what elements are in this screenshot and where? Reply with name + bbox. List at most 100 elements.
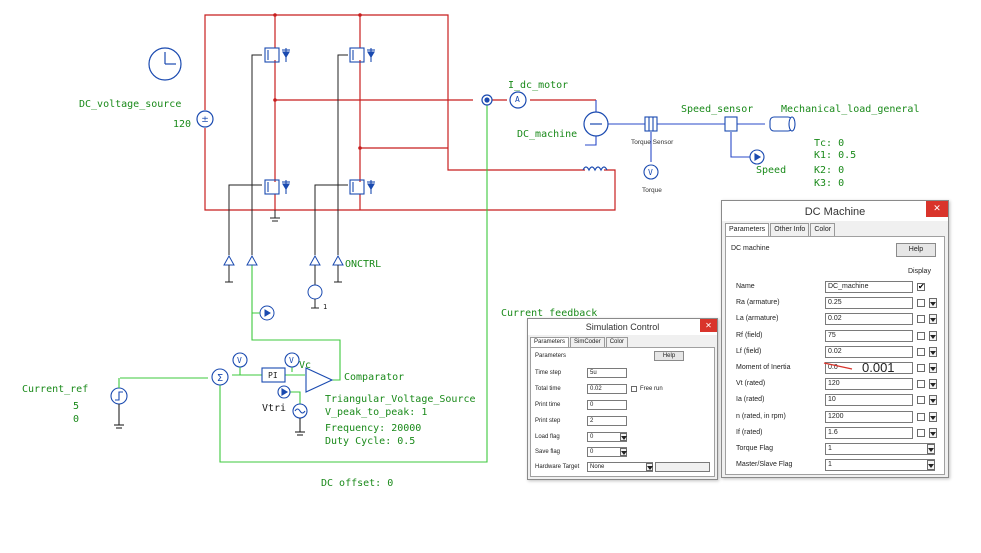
- dc-section-label: DC machine: [731, 245, 770, 252]
- tab-parameters[interactable]: Parameters: [530, 337, 570, 347]
- load-param-tc: Tc: 0: [814, 138, 845, 149]
- sim-load-flag-dropdown[interactable]: [620, 433, 627, 441]
- dc-row-moment-of-inertia-label: Moment of Inertia: [736, 364, 791, 371]
- comparator-label: Comparator: [344, 372, 405, 383]
- current-ref-source[interactable]: [110, 378, 128, 429]
- dc-ra-armature-display-dropdown[interactable]: [929, 298, 937, 308]
- dc-ia-rated-field[interactable]: 10: [825, 394, 913, 406]
- triangular-source[interactable]: [292, 403, 308, 436]
- dc-machine-symbol[interactable]: [582, 111, 609, 172]
- dc-la-armature-display-checkbox[interactable]: [917, 315, 925, 323]
- dc-la-armature-field[interactable]: 0.02: [825, 313, 913, 325]
- dc-if-rated-display-dropdown[interactable]: [929, 428, 937, 438]
- dc-ra-armature-display-checkbox[interactable]: [917, 299, 925, 307]
- dc-lf-field-display-checkbox[interactable]: [917, 348, 925, 356]
- tab-other-info[interactable]: Other Info: [770, 223, 810, 236]
- dc-voltage-source[interactable]: ±: [196, 110, 214, 128]
- sim-hardware-target-dropdown[interactable]: [646, 463, 653, 471]
- tab-color[interactable]: Color: [605, 337, 629, 347]
- sim-total-time-field[interactable]: 0.02: [587, 384, 627, 394]
- dc-machine-dialog[interactable]: DC Machine ✕ Parameters Other Info Color…: [721, 200, 949, 478]
- dc-n-rated-in-rpm-display-checkbox[interactable]: [917, 413, 925, 421]
- current-feedback-label: Current feedback: [501, 308, 598, 319]
- dc-if-rated-display-checkbox[interactable]: [917, 429, 925, 437]
- dc-n-rated-in-rpm-field[interactable]: 1200: [825, 411, 913, 423]
- tab-simcoder[interactable]: SimCoder: [570, 337, 605, 347]
- tab-parameters[interactable]: Parameters: [725, 223, 770, 236]
- igbt-top-left: [264, 47, 290, 63]
- dc-row-torque-flag-label: Torque Flag: [736, 445, 773, 452]
- sim-hardware-target-select[interactable]: None: [587, 462, 653, 472]
- simulation-control-close-button[interactable]: ✕: [700, 319, 717, 332]
- triangular-duty-cycle: Duty Cycle: 0.5: [325, 436, 416, 447]
- free-run-checkbox[interactable]: [631, 386, 637, 392]
- dc-master-slave-flag-dropdown[interactable]: [927, 460, 935, 470]
- dc-vt-rated-field[interactable]: 120: [825, 378, 913, 390]
- dc-vt-rated-display-dropdown[interactable]: [929, 379, 937, 389]
- gate-wiring: [228, 54, 348, 255]
- dc-moment-of-inertia-field[interactable]: 0.0: [825, 362, 913, 374]
- simulation-control-titlebar[interactable]: Simulation Control: [528, 319, 717, 335]
- load-param-k1: K1: 0.5: [814, 150, 857, 161]
- dc-lf-field-display-dropdown[interactable]: [929, 347, 937, 357]
- mechanical-load[interactable]: [769, 116, 796, 132]
- dc-n-rated-in-rpm-display-dropdown[interactable]: [929, 412, 937, 422]
- current-probe[interactable]: [481, 91, 527, 109]
- torque-voltmeter-symbol: V: [648, 168, 653, 177]
- simulation-control-title: Simulation Control: [585, 322, 660, 332]
- svg-text:Σ: Σ: [217, 373, 223, 384]
- dc-machine-titlebar[interactable]: DC Machine: [722, 201, 948, 221]
- sim-print-step-field[interactable]: 2: [587, 416, 627, 426]
- mechanical-load-label: Mechanical_load_general: [781, 104, 920, 115]
- ammeter-symbol: A: [515, 95, 520, 104]
- dc-voltage-value: 120: [173, 119, 192, 130]
- dc-master-slave-flag-field[interactable]: 1: [825, 459, 935, 471]
- sim-save-flag-dropdown[interactable]: [620, 448, 627, 456]
- current-sensor-label: I_dc_motor: [508, 80, 569, 91]
- dc-rf-field-display-dropdown[interactable]: [929, 331, 937, 341]
- dc-la-armature-display-dropdown[interactable]: [929, 314, 937, 324]
- dc-name-display-checkbox[interactable]: ✔: [917, 282, 925, 291]
- dc-torque-flag-field[interactable]: 1: [825, 443, 935, 455]
- comparator[interactable]: [277, 367, 334, 399]
- dc-moment-of-inertia-display-checkbox[interactable]: [917, 364, 925, 372]
- summing-junction[interactable]: Σ: [211, 368, 229, 386]
- sim-time-step-field[interactable]: 5u: [587, 368, 627, 378]
- simulation-control-pane: Parameters Help Time step 5u Total time …: [530, 347, 715, 477]
- oncontrol-label: ONCTRL: [345, 259, 382, 270]
- vc-label: Vc: [299, 360, 312, 371]
- clock-icon[interactable]: [148, 47, 182, 81]
- igbt-switches[interactable]: [264, 47, 375, 195]
- speed-sensor[interactable]: [724, 116, 765, 165]
- pi-label: PI: [268, 371, 278, 380]
- voltmeters[interactable]: [232, 352, 300, 368]
- torque-sensor[interactable]: [643, 116, 659, 180]
- power-wiring: [204, 14, 616, 211]
- dc-rf-field-display-checkbox[interactable]: [917, 332, 925, 340]
- pi-controller[interactable]: [261, 367, 286, 383]
- simulation-control-window[interactable]: Simulation Control ✕ Parameters SimCoder…: [527, 318, 718, 480]
- dc-machine-tabs: Parameters Other Info Color: [725, 223, 836, 236]
- dc-help-button[interactable]: Help: [896, 243, 936, 257]
- dc-if-rated-field[interactable]: 1.6: [825, 427, 913, 439]
- dc-moment-of-inertia-display-dropdown[interactable]: [929, 363, 937, 373]
- small-dc-value: 1: [323, 303, 328, 311]
- dc-vt-rated-display-checkbox[interactable]: [917, 380, 925, 388]
- tab-color[interactable]: Color: [810, 223, 836, 236]
- gate-drive-icons[interactable]: [223, 254, 344, 321]
- dc-lf-field-field[interactable]: 0.02: [825, 346, 913, 358]
- dc-row-vt-rated-label: Vt (rated): [736, 380, 766, 387]
- dc-name-field[interactable]: DC_machine: [825, 281, 913, 293]
- dc-row-ra-armature-label: Ra (armature): [736, 299, 780, 306]
- load-param-k3: K3: 0: [814, 178, 845, 189]
- dc-ia-rated-display-checkbox[interactable]: [917, 396, 925, 404]
- dc-rf-field-field[interactable]: 75: [825, 330, 913, 342]
- dc-ra-armature-field[interactable]: 0.25: [825, 297, 913, 309]
- sim-print-time-field[interactable]: 0: [587, 400, 627, 410]
- dc-torque-flag-dropdown[interactable]: [927, 444, 935, 454]
- dc-machine-close-button[interactable]: ✕: [926, 201, 948, 217]
- triangular-frequency: Frequency: 20000: [325, 423, 422, 434]
- dc-ia-rated-display-dropdown[interactable]: [929, 395, 937, 405]
- sim-help-button[interactable]: Help: [654, 351, 684, 361]
